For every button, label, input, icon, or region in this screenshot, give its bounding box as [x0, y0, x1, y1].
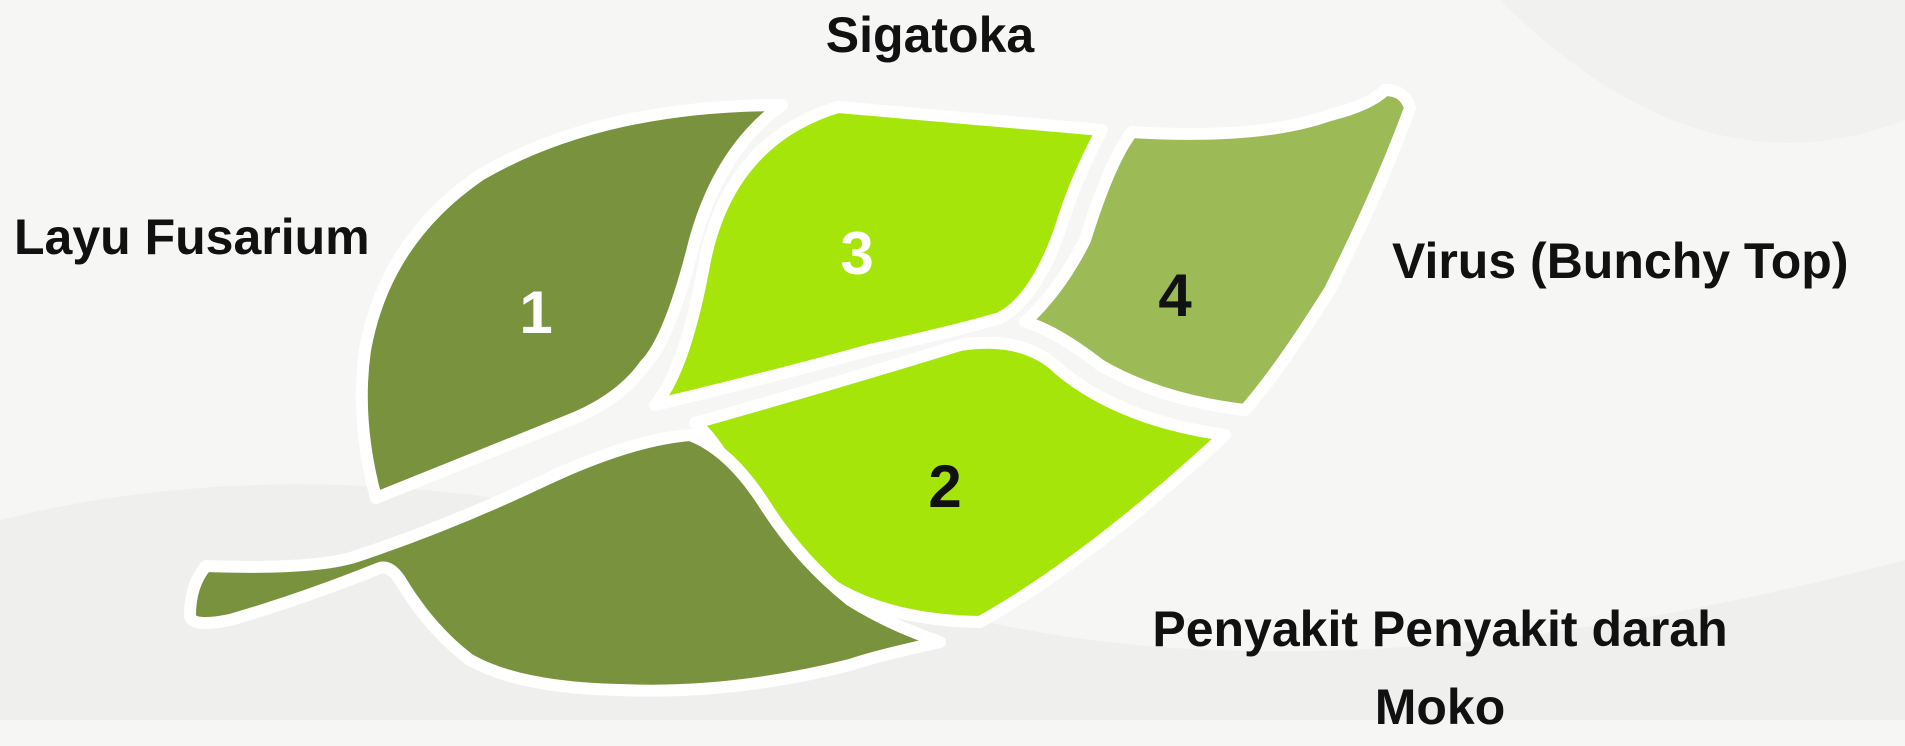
label-layu-fusarium: Layu Fusarium: [14, 209, 370, 265]
leaf-diagram: 1 3 4 2: [184, 84, 1416, 697]
segment-number-2: 2: [928, 453, 961, 520]
segment-number-1: 1: [519, 279, 552, 346]
segment-number-3: 3: [840, 220, 873, 287]
leaf-segment-4: [1019, 84, 1416, 416]
segment-number-4: 4: [1158, 262, 1192, 329]
leaf-segment-1: [355, 99, 788, 504]
leaf-segment-bottom: [184, 429, 946, 697]
label-penyakit-darah-moko: Penyakit Penyakit darah Moko: [1152, 601, 1728, 735]
label-virus-bunchy-top: Virus (Bunchy Top): [1392, 233, 1849, 289]
label-sigatoka: Sigatoka: [825, 7, 1035, 63]
leaf-segment-3: [649, 101, 1108, 411]
